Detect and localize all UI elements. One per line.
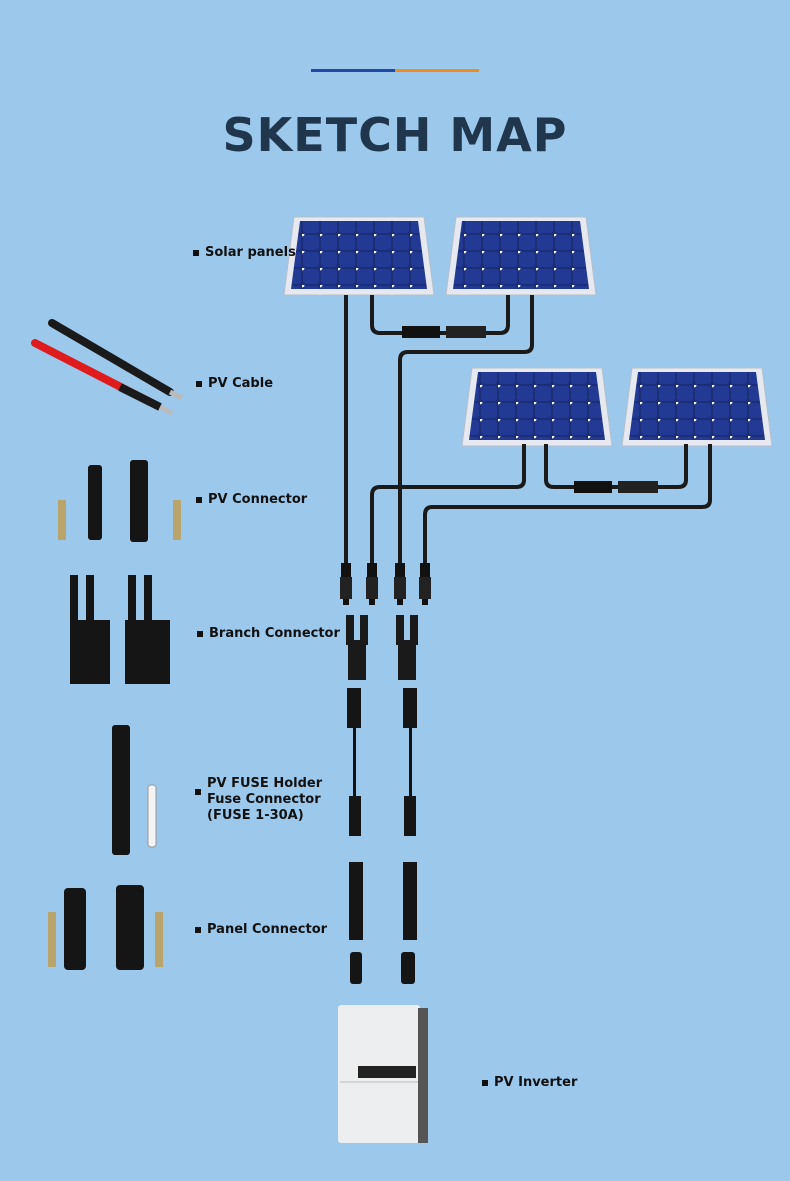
solar-panel bbox=[621, 367, 773, 447]
solar-panel bbox=[283, 216, 435, 296]
label-branch-connector: Branch Connector bbox=[197, 626, 340, 642]
solar-panel bbox=[445, 216, 597, 296]
panel-connector-image bbox=[48, 885, 163, 970]
panel-connectors-stack bbox=[349, 862, 417, 984]
label-pv-inverter: PV Inverter bbox=[482, 1075, 577, 1091]
bullet-icon bbox=[193, 250, 199, 256]
page-title: SKETCH MAP bbox=[222, 108, 568, 162]
title-rule-blue bbox=[311, 69, 395, 72]
branch-connectors bbox=[346, 615, 418, 680]
bullet-icon bbox=[195, 927, 201, 933]
bullet-icon bbox=[196, 381, 202, 387]
label-pv-connector: PV Connector bbox=[196, 492, 307, 508]
label-solar-panels: Solar panels bbox=[193, 245, 296, 261]
label-pv-cable: PV Cable bbox=[196, 376, 273, 392]
pv-connector-image bbox=[58, 460, 181, 542]
bullet-icon bbox=[482, 1080, 488, 1086]
pv-cable-image bbox=[31, 319, 184, 416]
fuse-holder-image bbox=[112, 725, 157, 855]
bullet-icon bbox=[195, 789, 201, 795]
bullet-icon bbox=[197, 631, 203, 637]
fuse-holders bbox=[347, 688, 417, 836]
branch-connector-image bbox=[70, 575, 170, 684]
title-rule-orange bbox=[395, 69, 479, 72]
solar-panel bbox=[461, 367, 613, 447]
pv-inverter-image bbox=[338, 1005, 428, 1143]
label-panel-connector: Panel Connector bbox=[195, 922, 327, 938]
bullet-icon bbox=[196, 497, 202, 503]
